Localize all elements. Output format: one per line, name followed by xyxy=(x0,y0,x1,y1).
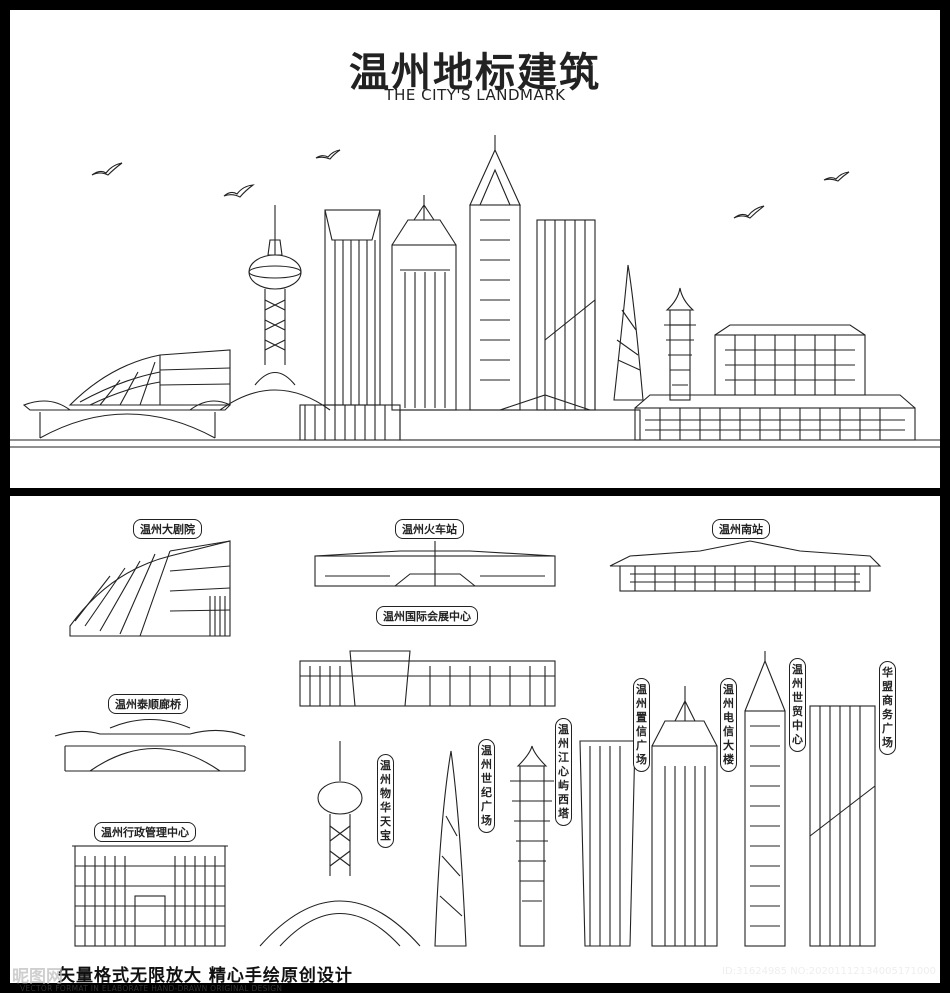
label-jiangxin-tower: 温州江心屿西塔 xyxy=(555,718,572,826)
admin-center-icon xyxy=(72,845,228,947)
label-admin-center: 温州行政管理中心 xyxy=(94,822,196,842)
bridge-drawing xyxy=(22,400,231,439)
skyline-illustration xyxy=(10,135,940,448)
expo-center-icon xyxy=(299,650,556,707)
label-century-square: 温州世纪广场 xyxy=(478,739,495,833)
bird-icon xyxy=(223,184,255,198)
taishun-bridge-icon xyxy=(54,718,246,772)
low-buildings-drawing xyxy=(299,394,916,441)
grand-theater-icon xyxy=(69,540,231,637)
tv-tower-icon xyxy=(259,741,421,947)
footer-tagline-cn: 矢量格式无限放大 精心手绘原创设计 xyxy=(58,966,353,986)
wtc-icon xyxy=(744,651,786,947)
watermark-id: ID:31624985 NO:20201112134005171000 xyxy=(722,966,936,977)
telecom-tower-icon xyxy=(651,686,718,947)
label-wuhua-tianbao: 温州物华天宝 xyxy=(377,754,394,848)
bird-icon xyxy=(733,205,765,219)
towers-drawing xyxy=(324,135,866,411)
jiangxin-pagoda-icon xyxy=(510,745,554,947)
grand-theater-drawing xyxy=(68,349,231,406)
label-zhixin-square: 温州置信广场 xyxy=(633,678,650,772)
landmarks-panel: 温州大剧院 温州火车站 温州南站 温州国际会展中心 温州泰顺廊桥 温州行政管理中… xyxy=(10,496,940,983)
page-title: 温州地标建筑 xyxy=(349,50,601,96)
south-station-icon xyxy=(609,540,882,592)
bird-icon xyxy=(823,171,850,182)
label-wtc: 温州世贸中心 xyxy=(789,658,806,752)
label-grand-theater: 温州大剧院 xyxy=(133,519,202,539)
skyline-panel: 温州地标建筑 THE CITY'S LANDMARK xyxy=(10,10,940,488)
landmarks-illustration xyxy=(54,540,882,947)
huameng-plaza-icon xyxy=(809,705,876,947)
watermark-logo: 昵图网 xyxy=(12,967,63,987)
bird-icon xyxy=(91,162,123,176)
footer-tagline-en: VECTOR FORMAT IN ELABORATE HAND-DRAWN OR… xyxy=(20,984,283,993)
label-taishun-bridge: 温州泰顺廊桥 xyxy=(108,694,188,714)
label-huameng-plaza: 华盟商务广场 xyxy=(879,661,896,755)
railway-station-icon xyxy=(314,541,556,587)
label-south-station: 温州南站 xyxy=(712,519,770,539)
tv-tower-drawing xyxy=(219,205,331,411)
page-subtitle: THE CITY'S LANDMARK xyxy=(384,86,566,104)
label-expo-center: 温州国际会展中心 xyxy=(376,606,478,626)
label-telecom-tower: 温州电信大楼 xyxy=(720,678,737,772)
bird-icon xyxy=(315,149,341,160)
century-square-icon xyxy=(434,750,467,947)
label-railway-station: 温州火车站 xyxy=(395,519,464,539)
zhixin-square-icon xyxy=(579,740,636,947)
